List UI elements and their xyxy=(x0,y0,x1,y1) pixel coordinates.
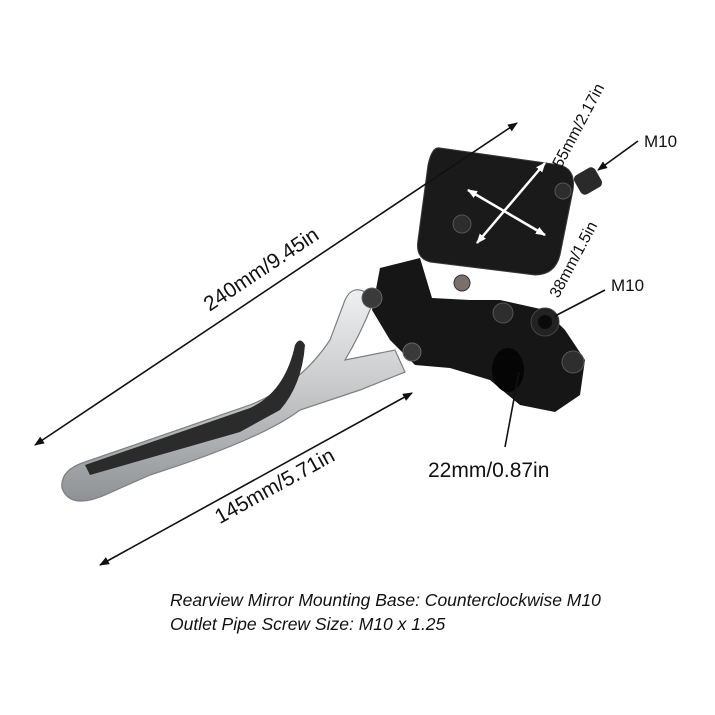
lever-length-label: 145mm/5.71in xyxy=(211,444,339,529)
bolt xyxy=(561,350,585,374)
reservoir-screw xyxy=(452,214,472,234)
sight-glass xyxy=(453,274,471,292)
pivot-bolt xyxy=(361,287,383,309)
adjuster-bolt xyxy=(402,342,422,362)
banjo-bolt xyxy=(573,167,603,195)
clamp-leader xyxy=(504,371,520,448)
total-length-arrow xyxy=(34,122,518,446)
outlet-thread-label: M10 xyxy=(644,132,677,151)
handlebar-clamp-bore xyxy=(492,348,524,392)
outlet-arrow xyxy=(597,140,639,171)
lever-length-arrow xyxy=(99,392,413,566)
brake-lever xyxy=(61,289,406,502)
note-outlet-screw: Outlet Pipe Screw Size: M10 x 1.25 xyxy=(170,614,446,634)
total-length-label: 240mm/9.45in xyxy=(200,223,323,316)
note-mirror-mount: Rearview Mirror Mounting Base: Countercl… xyxy=(170,590,601,610)
reservoir-width-label: 55mm/2.17in xyxy=(550,81,608,171)
reservoir-screw xyxy=(554,182,572,200)
mirror-thread-label: M10 xyxy=(611,276,644,295)
bolt xyxy=(492,302,514,324)
mirror-mount-leader xyxy=(554,289,606,317)
clamp-diameter-label: 22mm/0.87in xyxy=(428,459,549,482)
fluid-reservoir xyxy=(417,147,574,276)
